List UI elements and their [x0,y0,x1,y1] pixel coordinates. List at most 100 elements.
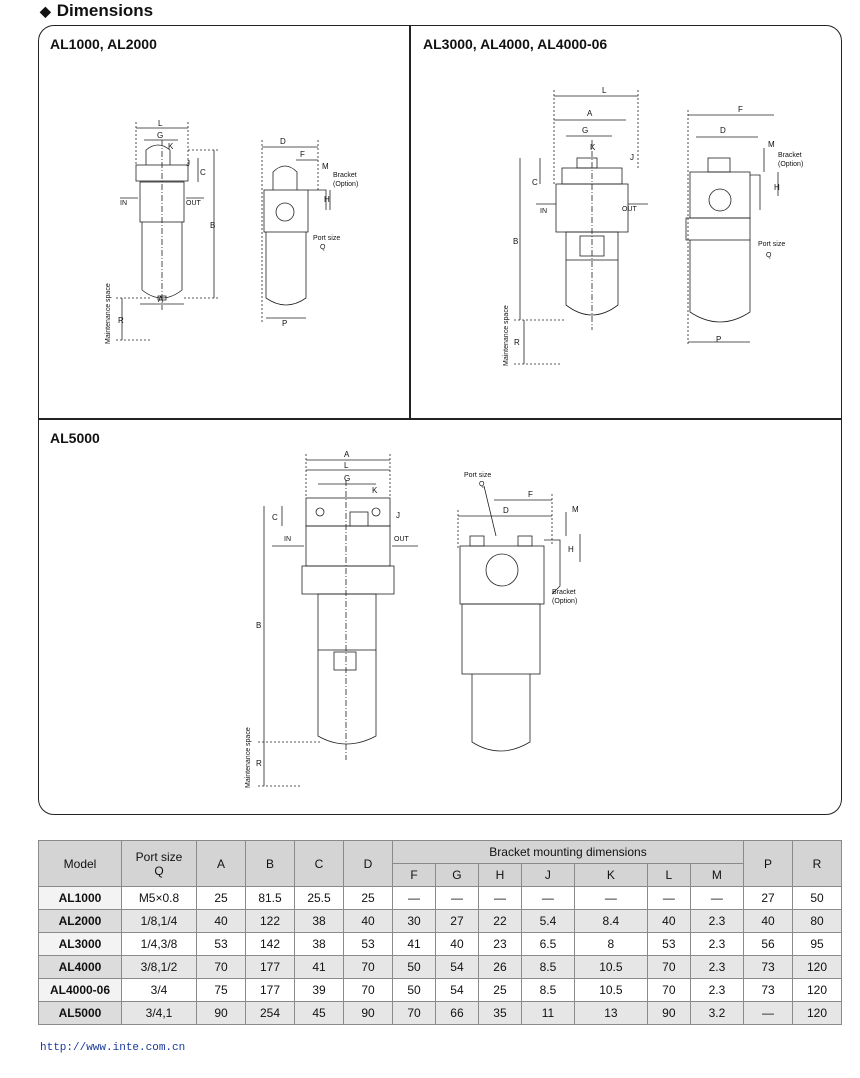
al5000-front-view [258,454,418,787]
table-cell: 53 [196,932,246,956]
table-cell: 23 [477,932,522,956]
table-cell: 53 [343,932,393,956]
table-cell: 30 [392,909,436,933]
table-cell: 90 [196,1001,246,1025]
dim-label-m: M [322,162,329,171]
table-cell: 6.5 [520,932,575,956]
dim-label-j: J [186,159,190,168]
dim-label-g: G [582,126,588,135]
option-label: (Option) [778,161,803,168]
table-cell: — [689,886,745,910]
port-size-label: Port size [313,235,340,242]
dim-label-j: J [396,511,400,520]
col-model: Model [38,840,122,887]
dim-label-k: K [372,486,378,495]
table-cell: 54 [434,955,479,979]
port-q-label: Q [320,244,326,251]
port-size-label: Port size [464,472,491,479]
table-cell-model: AL2000 [38,909,122,933]
dim-label-j: J [630,153,634,162]
table-cell: 66 [434,1001,479,1025]
dim-label-g: G [157,131,163,140]
dim-label-f: F [738,105,743,114]
table-cell: M5×0.8 [121,886,197,910]
diamond-bullet-icon: ◆ [40,2,51,19]
table-cell: 70 [343,955,393,979]
col-p: P [743,840,793,887]
dim-label-b: B [256,621,261,630]
panel-title-al3000: AL3000, AL4000, AL4000-06 [423,36,608,52]
table-cell: 38 [294,932,344,956]
table-cell: 8.4 [573,909,648,933]
table-cell: 41 [392,932,436,956]
dimensions-table: Model Port size Q A B C D Bracket mounti… [38,840,842,1025]
table-cell: 8.5 [520,978,575,1002]
al3000-side-view [685,110,779,345]
table-cell: 8.5 [520,955,575,979]
al3000-front-view [514,90,648,365]
table-cell: 90 [343,1001,393,1025]
table-cell-model: AL1000 [38,886,122,910]
table-cell: 8 [573,932,648,956]
table-cell: 70 [646,978,691,1002]
table-cell: 35 [477,1001,522,1025]
section-heading: ◆ Dimensions [40,0,153,22]
al1000-side-view [261,140,331,322]
table-cell-model: AL5000 [38,1001,122,1025]
table-cell: 120 [792,955,842,979]
table-cell: — [573,886,648,910]
table-cell: 11 [520,1001,575,1025]
table-cell: 3/8,1/2 [121,955,197,979]
table-cell: 254 [245,1001,295,1025]
table-cell: 3/4,1 [121,1001,197,1025]
port-q-label: Q [479,481,485,488]
table-cell: 40 [434,932,479,956]
dim-label-r: R [514,338,520,347]
dim-label-d: D [280,137,286,146]
table-cell: 10.5 [573,955,648,979]
table-cell: 177 [245,955,295,979]
table-cell: 2.3 [689,909,745,933]
table-cell: — [477,886,522,910]
col-b: B [245,840,295,887]
option-label: (Option) [333,181,358,188]
table-cell: 2.3 [689,978,745,1002]
col-d: D [343,840,393,887]
col-f: F [392,863,436,887]
table-cell: — [434,886,479,910]
panel-title-al1000: AL1000, AL2000 [50,36,157,52]
drawing-frame [38,25,842,815]
table-cell: 53 [646,932,691,956]
table-cell-model: AL3000 [38,932,122,956]
maintenance-label: Maintenance space [105,283,112,344]
table-cell: — [646,886,691,910]
dim-label-f: F [528,490,533,499]
table-cell-model: AL4000-06 [38,978,122,1002]
col-port-size: Port size Q [121,840,197,887]
website-url: http://www.inte.com.cn [40,1042,186,1054]
bracket-label: Bracket [552,589,576,596]
dim-label-c: C [272,513,278,522]
dim-label-h: H [324,195,330,204]
bracket-label: Bracket [778,152,802,159]
technical-drawings: L G K J C B A R IN OUT Maintenance space… [105,86,803,788]
col-h: H [477,863,522,887]
table-header-row: Model Port size Q A B C D Bracket mounti… [38,840,842,887]
dim-label-h: H [568,545,574,554]
table-cell: 3/4 [121,978,197,1002]
out-label: OUT [186,200,202,207]
option-label: (Option) [552,598,577,605]
table-cell: 39 [294,978,344,1002]
table-subheader-row: F G H J K L M [39,863,842,887]
table-cell: 122 [245,909,295,933]
table-cell: 80 [792,909,842,933]
table-cell: 1/8,1/4 [121,909,197,933]
table-cell: 120 [792,978,842,1002]
table-cell: 50 [392,955,436,979]
table-cell: 40 [343,909,393,933]
